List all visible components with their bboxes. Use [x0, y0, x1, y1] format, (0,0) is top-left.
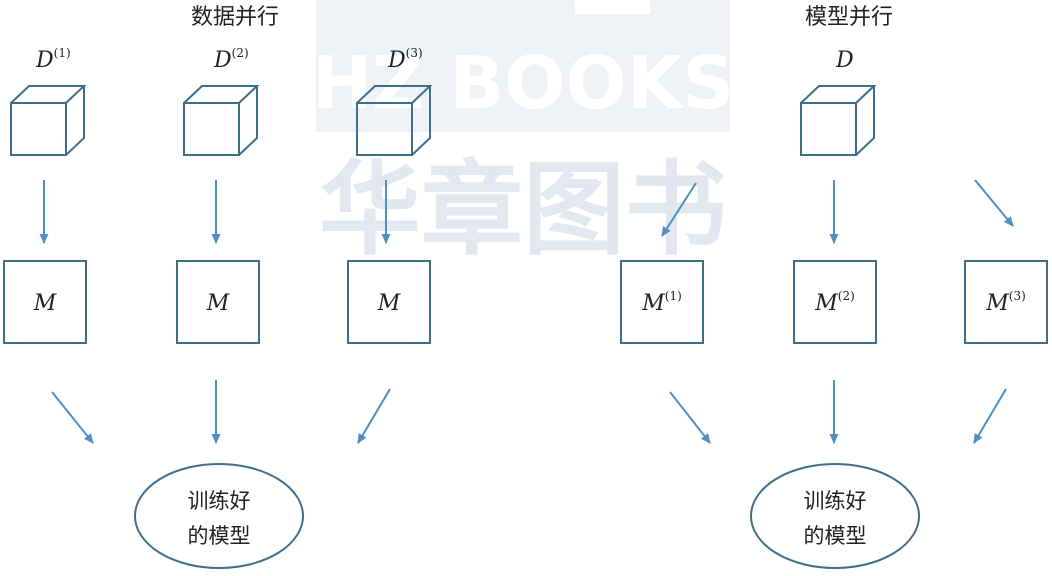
result-line1-data-parallel: 训练好 — [188, 489, 251, 513]
data-label-1: D(1) — [35, 46, 71, 73]
data-label-3: D(3) — [387, 46, 423, 73]
data-label-single: D — [835, 48, 854, 73]
result-oval-model-parallel — [750, 463, 920, 569]
model-box-1 — [3, 260, 87, 344]
model-box-3 — [347, 260, 431, 344]
arrow-model-part-to-result-1 — [669, 391, 711, 444]
watermark-line2: 华章图书 — [319, 151, 727, 270]
model-part-label-2: M(2) — [814, 289, 855, 316]
data-cube-single — [800, 85, 877, 156]
model-label-3: M — [377, 291, 401, 316]
data-parallel-title: 数据并行 — [191, 5, 279, 30]
model-label-2: M — [206, 291, 230, 316]
model-part-label-3: M(3) — [985, 289, 1026, 316]
data-cube-1 — [10, 85, 87, 156]
data-label-2: D(2) — [213, 46, 249, 73]
result-line2-model-parallel: 的模型 — [804, 524, 867, 548]
result-line1-model-parallel: 训练好 — [804, 489, 867, 513]
arrow-data-to-model-part-3 — [974, 179, 1014, 227]
model-box-2 — [176, 260, 260, 344]
watermark-notch — [575, 0, 650, 14]
watermark-line1: HZ BOOKS — [312, 41, 734, 125]
result-oval-data-parallel — [134, 463, 304, 569]
data-parallel-group: 数据并行 D(1) D(2) D(3) M M M — [3, 5, 433, 569]
model-parallel-title: 模型并行 — [805, 5, 893, 30]
result-line2-data-parallel: 的模型 — [188, 524, 251, 548]
watermark: HZ BOOKS 华章图书 — [312, 0, 734, 270]
arrow-data-to-model-part-1 — [661, 182, 697, 237]
model-part-label-1: M(1) — [641, 289, 682, 316]
arrow-model-to-result-1 — [51, 391, 94, 444]
model-label-1: M — [33, 291, 57, 316]
arrow-model-part-to-result-3 — [973, 388, 1007, 444]
data-cube-3 — [356, 85, 433, 156]
model-part-box-3 — [964, 260, 1048, 344]
model-parallel-group: 模型并行 D M(1) M(2) M(3) 训练好 的模型 — [620, 5, 1048, 569]
watermark-band — [316, 0, 730, 132]
data-cube-2 — [183, 85, 260, 156]
arrow-model-to-result-3 — [357, 388, 391, 444]
model-part-box-2 — [793, 260, 877, 344]
model-part-box-1 — [620, 260, 704, 344]
